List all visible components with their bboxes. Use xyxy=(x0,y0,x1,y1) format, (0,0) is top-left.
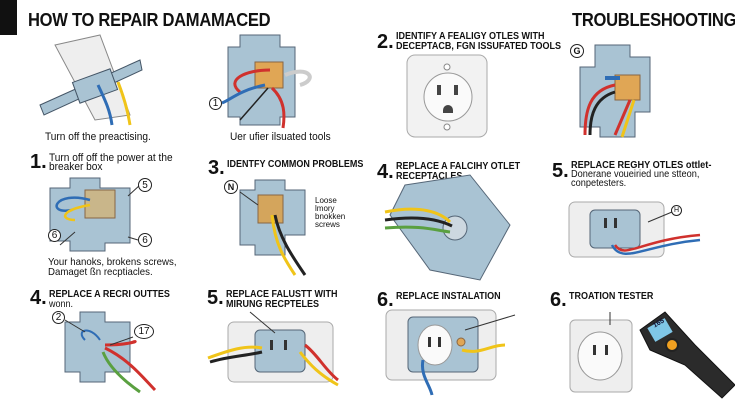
problem-box-illustration xyxy=(49,177,141,252)
bracket-drawing xyxy=(39,34,143,126)
step-number: 2. xyxy=(377,31,394,53)
step-text: wonn. xyxy=(48,299,73,310)
caption-insulated-tools: Uer ufier ilsuated tools xyxy=(230,131,331,143)
step-5-top: 5. REPLACE REGHY OTLES ottlet-Donerane v… xyxy=(552,160,723,189)
caption-line: Damaget ßn recptiacles. xyxy=(48,266,153,278)
step-6-install: 6. REPLACE INSTALATION xyxy=(377,290,512,310)
caption-problems: Your hanoks, brokens screws,Damaget ßn r… xyxy=(48,256,177,278)
corner-block xyxy=(0,0,17,35)
step-text: RECEPTACLES xyxy=(395,171,463,182)
step-number: 3. xyxy=(208,157,225,179)
callout-5: 5 xyxy=(138,178,152,192)
troubleshooting-box-illustration xyxy=(579,44,651,138)
callout-17: 17 xyxy=(134,324,154,339)
caption-line: Loose xyxy=(315,196,337,205)
callout-6a: 6 xyxy=(48,229,61,242)
step-3: 3. IDENTFY COMMON PROBLEMS xyxy=(208,158,378,178)
outlet-plate-illustration xyxy=(406,54,488,138)
step-text: REPLACE FALUSTT WITH xyxy=(225,289,338,300)
step-text: REPLACE INSTALATION xyxy=(395,291,501,302)
step-number: 5. xyxy=(207,287,224,309)
step-text: MIRUNG RECPTELES xyxy=(225,299,319,310)
troubleshooting-heading: TROUBLESHOOTING xyxy=(572,10,735,30)
step-text: REPLACE REGHY OTLES ottlet- xyxy=(570,160,712,171)
rewire-box-illustration xyxy=(64,311,157,394)
caption-turn-off: Turn off the preactising. xyxy=(45,131,151,143)
step-text: IDENTIFY A FEALIGY OTLES WITH xyxy=(395,31,545,42)
step-text: REPLACE A FALCIHY OTLET xyxy=(395,161,520,172)
caption-line: screws xyxy=(315,220,340,229)
common-problems-box-illustration xyxy=(239,179,307,276)
junction-box-illustration xyxy=(221,34,312,129)
page-title: HOW TO REPAIR DAMAMACED xyxy=(28,10,271,30)
step-text: DECEPTACB, FGN ISSUFATED TOOLS xyxy=(395,41,561,52)
step-text: REPLACE A RECRI OUTTES xyxy=(48,289,170,300)
callout-n: N xyxy=(224,180,238,194)
faulty-outlet-illustration xyxy=(207,311,339,387)
step-text: Donerane voueiried une stteon, xyxy=(570,169,700,180)
callout-g: G xyxy=(570,44,584,58)
caption-line: lmory xyxy=(315,204,335,213)
step-number: 4. xyxy=(377,161,394,183)
voltage-tester-icon xyxy=(639,311,735,399)
step-number: 1. xyxy=(30,151,47,173)
callout-2: 2 xyxy=(52,311,65,324)
step-text: IDENTFY COMMON PROBLEMS xyxy=(226,159,364,170)
step-number: 6. xyxy=(377,289,394,311)
step-6-tester: 6. TROATION TESTER xyxy=(550,290,662,310)
step-text: TROATION TESTER xyxy=(568,291,654,302)
caption-line: Your hanoks, brokens screws, xyxy=(48,256,177,268)
callout-h: H xyxy=(671,205,682,216)
step-number: 5. xyxy=(552,160,569,182)
step-number: 6. xyxy=(550,289,567,311)
step-number: 4. xyxy=(30,287,47,309)
step-text: conpetesters. xyxy=(570,178,626,189)
caption-line: bnokken xyxy=(315,212,346,221)
callout-1: 1 xyxy=(209,97,222,110)
replace-outlet-illustration xyxy=(568,201,701,258)
install-outlet-illustration xyxy=(385,309,516,396)
step-text: Turn off off the power at the xyxy=(48,152,173,164)
tester-outlet-illustration xyxy=(569,312,633,393)
step-text: breaker box xyxy=(48,161,103,173)
angled-receptacle-illustration xyxy=(384,174,511,281)
callout-6b: 6 xyxy=(138,233,152,247)
